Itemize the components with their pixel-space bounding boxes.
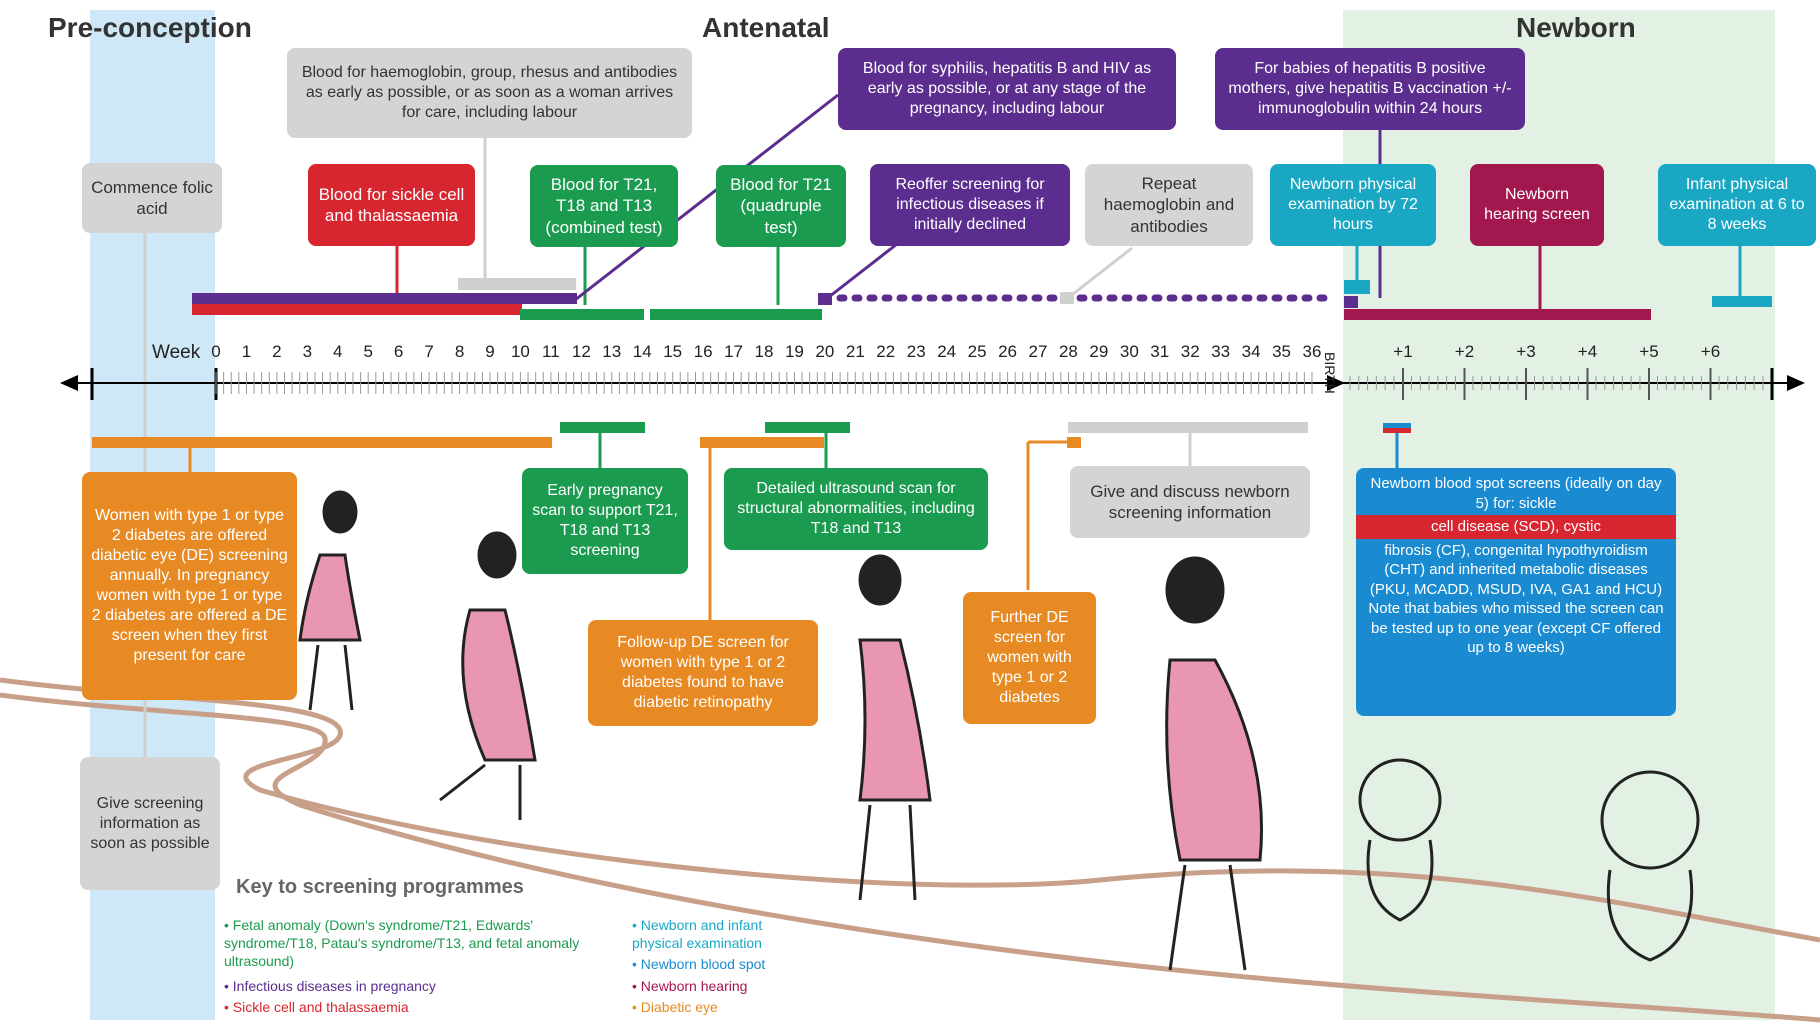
week-label: 25: [967, 342, 987, 361]
week-label: 2: [272, 342, 282, 361]
week-label: 6: [393, 342, 404, 361]
key-sickle: • Sickle cell and thalassaemia: [224, 999, 409, 1015]
week-label: 20: [815, 342, 835, 361]
section-antenatal: Antenatal: [702, 12, 830, 43]
post-birth-label: +1: [1393, 342, 1413, 361]
week-label: 4: [333, 342, 343, 361]
axis-birth-label: BIRTH: [1322, 352, 1338, 394]
key-diabetic-eye: • Diabetic eye: [632, 999, 718, 1015]
baby-figure-1: [1358, 758, 1442, 922]
week-label: 23: [906, 342, 926, 361]
week-label: 1: [241, 342, 252, 361]
week-label: 16: [693, 342, 713, 361]
week-label: 21: [845, 342, 865, 361]
key-fetal-anomaly: • Fetal anomaly (Down's syndrome/T21, Ed…: [224, 917, 580, 970]
week-label: 14: [632, 342, 652, 361]
week-label: 27: [1028, 342, 1048, 361]
week-label: 31: [1150, 342, 1170, 361]
box-repeat-haemoglobin: Repeat haemoglobin and antibodies: [1085, 164, 1253, 246]
box-reoffer-infectious: Reoffer screening for infectious disease…: [870, 164, 1070, 246]
woman-figure-3: [858, 554, 932, 901]
week-label: 36: [1302, 342, 1322, 361]
section-newborn: Newborn: [1516, 12, 1636, 43]
box-give-screening-info: Give screening information as soon as po…: [80, 757, 220, 890]
woman-figure-2: [439, 531, 537, 820]
week-label: 18: [754, 342, 774, 361]
woman-figure-1: [298, 490, 362, 711]
key-bloodspot: • Newborn blood spot: [632, 956, 766, 972]
box-follow-up-de: Follow-up DE screen for women with type …: [588, 620, 818, 726]
box-early-pregnancy-scan: Early pregnancy scan to support T21, T18…: [522, 468, 688, 574]
week-label: 15: [663, 342, 683, 361]
week-label: 24: [937, 342, 957, 361]
box-newborn-physical: Newborn physical examination by 72 hours: [1270, 164, 1436, 246]
week-label: 9: [485, 342, 495, 361]
bloodspot-text-b: cell disease (SCD), cystic: [1356, 515, 1676, 539]
bloodspot-text-a: Newborn blood spot screens (ideally on d…: [1370, 475, 1662, 512]
week-label: 0: [211, 342, 221, 361]
week-label: 29: [1089, 342, 1109, 361]
week-label: 34: [1241, 342, 1261, 361]
box-blood-haemoglobin: Blood for haemoglobin, group, rhesus and…: [287, 48, 692, 138]
week-label: 22: [876, 342, 896, 361]
post-birth-label: +2: [1454, 342, 1475, 361]
box-combined-test: Blood for T21, T18 and T13 (combined tes…: [530, 165, 678, 247]
week-label: 35: [1272, 342, 1291, 361]
box-give-discuss-newborn: Give and discuss newborn screening infor…: [1070, 466, 1310, 538]
box-syphilis-hepatitis-hiv: Blood for syphilis, hepatitis B and HIV …: [838, 48, 1176, 130]
box-infant-physical: Infant physical examination at 6 to 8 we…: [1658, 164, 1816, 246]
week-label: 8: [454, 342, 465, 361]
box-diabetic-eye-screening: Women with type 1 or type 2 diabetes are…: [82, 472, 297, 700]
week-label: 11: [542, 342, 560, 361]
post-birth-label: +3: [1516, 342, 1536, 361]
week-label: 28: [1058, 342, 1078, 361]
box-commence-folic-acid: Commence folic acid: [82, 163, 222, 233]
week-label: 32: [1180, 342, 1200, 361]
week-label: 12: [571, 342, 591, 361]
box-newborn-blood-spot: Newborn blood spot screens (ideally on d…: [1356, 468, 1676, 716]
week-label: 17: [724, 342, 743, 361]
key-title: Key to screening programmes: [236, 876, 524, 898]
bloodspot-text-c: fibrosis (CF), congenital hypothyroidism…: [1368, 541, 1664, 657]
key-nipe: • Newborn and infant physical examinatio…: [632, 917, 763, 952]
post-birth-label: +4: [1577, 342, 1598, 361]
post-birth-label: +5: [1639, 342, 1659, 361]
key-hearing: • Newborn hearing: [632, 978, 748, 994]
section-preconception: Pre-conception: [48, 12, 252, 43]
week-label: 33: [1211, 342, 1231, 361]
box-detailed-ultrasound: Detailed ultrasound scan for structural …: [724, 468, 988, 550]
week-label: 10: [510, 342, 530, 361]
week-label: 30: [1119, 342, 1139, 361]
post-birth-label: +6: [1700, 342, 1721, 361]
box-sickle-cell: Blood for sickle cell and thalassaemia: [308, 164, 475, 246]
axis-week-label: Week: [152, 342, 201, 363]
woman-figure-4: [1165, 556, 1264, 971]
week-label: 3: [302, 342, 313, 361]
box-further-de: Further DE screen for women with type 1 …: [963, 592, 1096, 724]
baby-figure-2: [1600, 770, 1700, 962]
week-label: 7: [424, 342, 434, 361]
week-label: 26: [998, 342, 1017, 361]
box-hepatitis-b-babies: For babies of hepatitis B positive mothe…: [1215, 48, 1525, 130]
week-label: 13: [602, 342, 622, 361]
box-newborn-hearing: Newborn hearing screen: [1470, 164, 1604, 246]
week-label: 5: [363, 342, 373, 361]
box-quadruple-test: Blood for T21 (quadruple test): [716, 165, 846, 247]
week-label: 19: [784, 342, 804, 361]
key-infectious: • Infectious diseases in pregnancy: [224, 978, 436, 994]
